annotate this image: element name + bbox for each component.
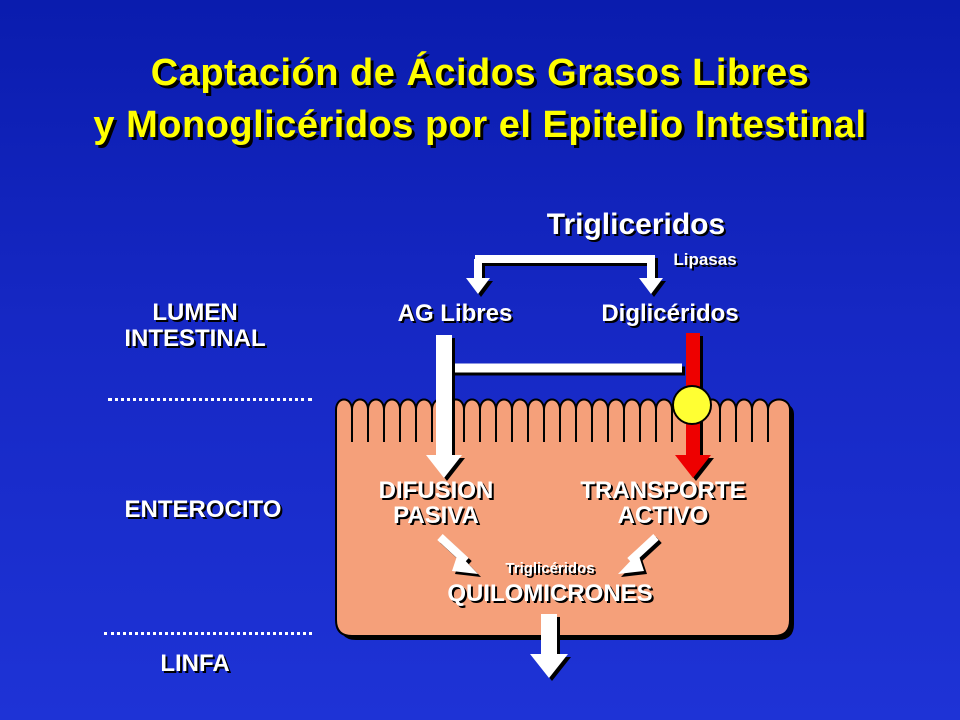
transporte-line1: TRANSPORTE [580,477,746,504]
linfa-label: LINFA [160,650,230,677]
lumen-boundary-dots [108,398,312,401]
passive-diffusion-arrow [426,335,465,481]
digliceridos-label: Diglicéridos [601,300,739,327]
difusion-line1: DIFUSION [378,477,494,504]
trigliceridos-label: Trigliceridos [546,208,726,241]
difusion-line2: PASIVA [393,502,479,529]
title-line-2: y Monoglicéridos por el Epitelio Intesti… [93,104,867,146]
lumen-label-line2: INTESTINAL [124,325,266,352]
ag-libres-label: AG Libres [397,300,513,327]
difusion-pasiva-label: DIFUSION PASIVA [358,478,514,528]
membrane-transporter [672,385,712,425]
microvilli-lines [351,408,769,442]
diagonal-arrow-right [618,534,662,577]
transporte-activo-label: TRANSPORTE ACTIVO [556,478,770,528]
connector-bracket [450,363,685,376]
quilomicrones-label: QUILOMICRONES [447,580,653,607]
title-line-1: Captación de Ácidos Grasos Libres [150,52,810,94]
diagonal-arrow-left [437,534,481,577]
lipasas-label: Lipasas [673,250,737,269]
transporte-line2: ACTIVO [617,502,709,529]
enterocito-label: ENTEROCITO [124,496,282,523]
lumen-label: LUMEN INTESTINAL [110,300,280,352]
lipase-split-arrows [466,255,666,297]
lymph-boundary-dots [104,632,312,635]
lumen-label-line1: LUMEN [152,299,238,326]
lymph-exit-arrow [530,614,571,681]
trigliceridos-small-label: Triglicéridos [505,560,595,577]
